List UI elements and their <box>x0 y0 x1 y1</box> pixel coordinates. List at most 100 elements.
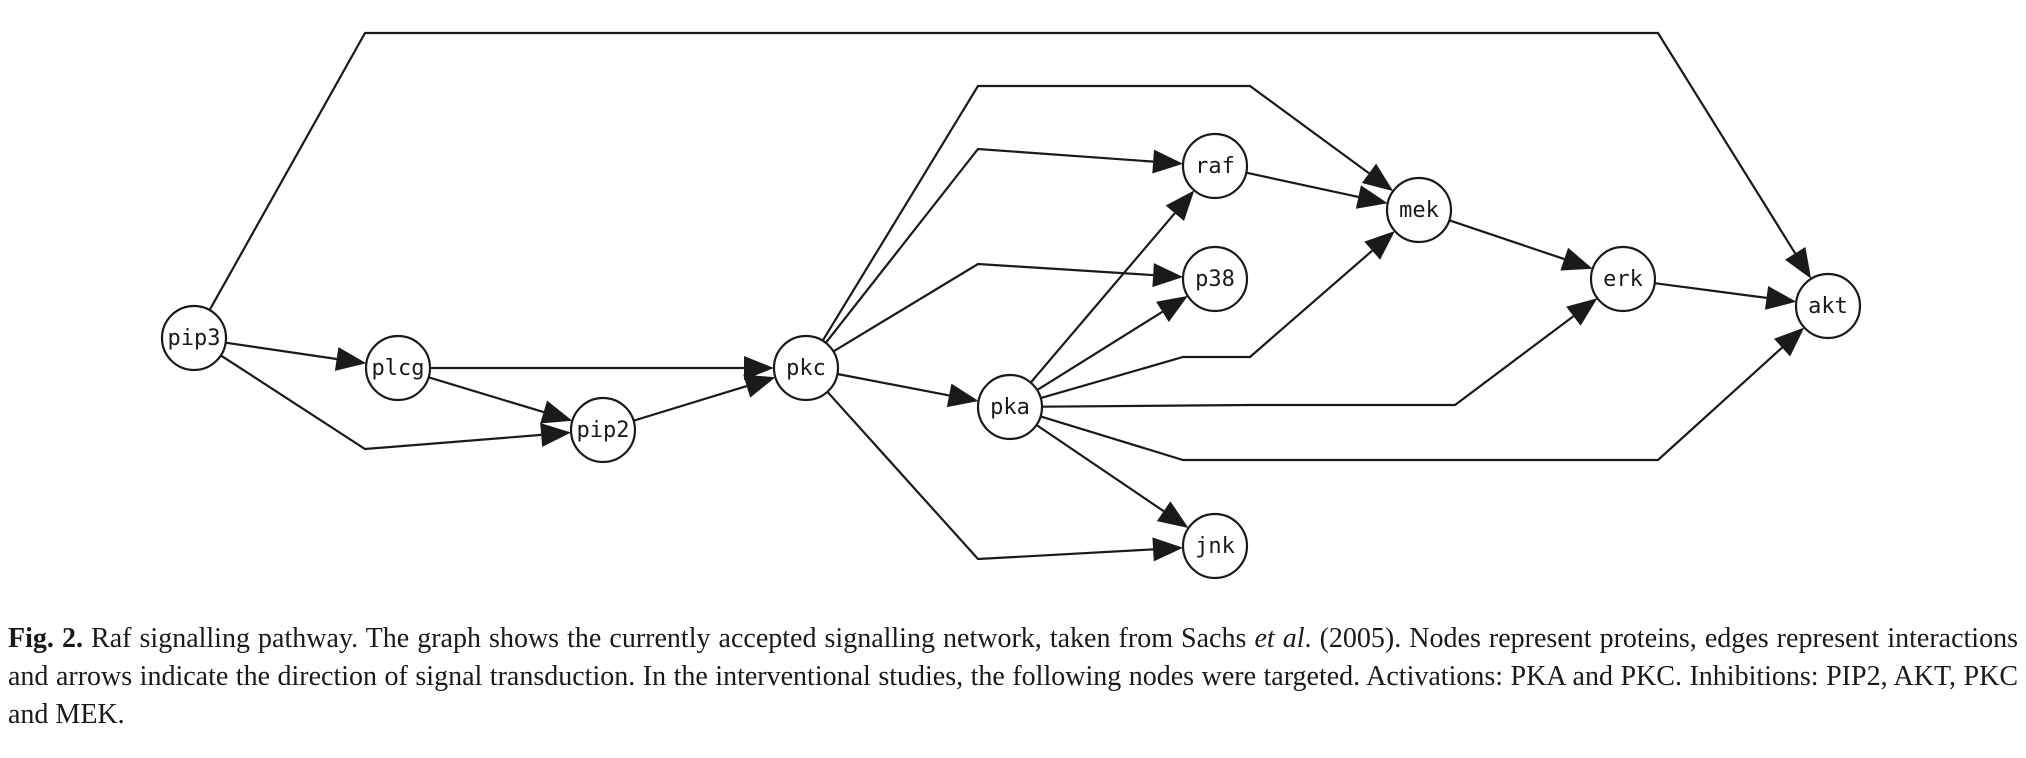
edge-line <box>220 354 542 451</box>
edge-pka-to-mek <box>1040 231 1395 400</box>
node-circle <box>1181 132 1249 200</box>
arrow-head-icon <box>1156 501 1189 528</box>
edge-pkc-to-jnk <box>826 391 1183 562</box>
caption-text-part-2: . (2005). Nodes represent proteins, edge… <box>8 623 2018 730</box>
node-circle <box>772 334 840 402</box>
arrow-head-icon <box>1355 185 1388 209</box>
caption-figure-label: Fig. 2. <box>8 623 83 654</box>
edge-pkc-to-mek <box>821 84 1394 342</box>
arrow-head-icon <box>1364 231 1395 260</box>
node-label: raf <box>1195 154 1235 179</box>
arrow-head-icon <box>1152 149 1184 174</box>
node-label: akt <box>1808 294 1848 319</box>
edge-pip3-to-pip2 <box>220 354 572 451</box>
edge-line <box>225 341 337 361</box>
edge-pip3-to-akt <box>208 31 1812 311</box>
edge-line <box>824 147 1154 344</box>
node-circle <box>569 396 637 464</box>
arrow-head-icon <box>744 356 774 380</box>
node-jnk: jnk <box>1181 512 1249 580</box>
node-label: jnk <box>1195 534 1235 559</box>
arrow-head-icon <box>1152 263 1184 288</box>
edge-plcg-to-pip2 <box>428 376 573 424</box>
edge-line <box>428 376 545 414</box>
edge-pka-to-jnk <box>1035 424 1189 528</box>
node-circle <box>1794 272 1862 340</box>
arrow-head-icon <box>540 400 573 424</box>
edge-line <box>1448 219 1565 261</box>
edge-line <box>826 391 1154 561</box>
edge-line <box>1654 282 1767 299</box>
arrow-head-icon <box>1774 327 1805 357</box>
edge-line <box>1040 249 1373 400</box>
arrow-head-icon <box>1566 298 1598 326</box>
edge-erk-to-akt <box>1654 282 1797 310</box>
node-pkc: pkc <box>772 334 840 402</box>
node-circle <box>976 373 1044 441</box>
edge-line <box>821 84 1370 342</box>
node-p38: p38 <box>1181 245 1249 313</box>
node-circle <box>1385 176 1453 244</box>
node-label: erk <box>1603 267 1643 292</box>
edge-pka-to-raf <box>1029 190 1195 384</box>
edge-line <box>208 31 1797 311</box>
edge-pkc-to-pka <box>837 372 979 408</box>
node-label: pka <box>990 395 1030 420</box>
caption-text-part-1: Raf signalling pathway. The graph shows … <box>82 623 1255 654</box>
node-label: pkc <box>786 356 826 381</box>
arrow-head-icon <box>1165 190 1195 221</box>
node-label: pip2 <box>577 418 630 443</box>
edge-line <box>633 385 748 422</box>
edge-plcg-to-pkc <box>430 356 774 380</box>
node-akt: akt <box>1794 272 1862 340</box>
signalling-network-graph: pip3 plcg pip2 pkc pka raf p38 jnk mek erk akt <box>160 31 1862 580</box>
node-erk: erk <box>1589 245 1657 313</box>
node-circle <box>364 334 432 402</box>
arrow-head-icon <box>1152 537 1183 562</box>
edges-layer <box>208 31 1812 562</box>
edge-mek-to-erk <box>1448 219 1593 271</box>
edge-pkc-to-raf <box>824 147 1184 344</box>
arrow-head-icon <box>334 347 367 371</box>
node-label: p38 <box>1195 267 1235 292</box>
edge-pka-to-p38 <box>1036 295 1188 392</box>
node-mek: mek <box>1385 176 1453 244</box>
node-pka: pka <box>976 373 1044 441</box>
edge-line <box>837 372 950 397</box>
nodes-layer: pip3 plcg pip2 pkc pka raf p38 jnk mek erk akt <box>160 132 1862 580</box>
arrow-head-icon <box>1785 247 1812 279</box>
arrow-head-icon <box>1361 163 1394 192</box>
edge-pkc-to-p38 <box>832 262 1184 353</box>
edge-line <box>1041 315 1575 408</box>
node-pip3: pip3 <box>160 304 228 372</box>
node-label: pip3 <box>168 326 221 351</box>
node-pip2: pip2 <box>569 396 637 464</box>
node-circle <box>1589 245 1657 313</box>
arrow-head-icon <box>540 423 572 447</box>
caption-italic-citation: et al <box>1254 623 1305 654</box>
arrow-head-icon <box>1765 286 1797 310</box>
edge-pka-to-erk <box>1041 298 1598 408</box>
arrow-head-icon <box>1560 247 1593 271</box>
edge-pip3-to-plcg <box>225 341 367 371</box>
node-circle <box>1181 512 1249 580</box>
edge-line <box>1246 171 1359 198</box>
edge-line <box>1036 310 1163 392</box>
node-circle <box>160 304 228 372</box>
node-label: mek <box>1399 198 1439 223</box>
edge-line <box>832 262 1154 353</box>
node-label: plcg <box>372 356 425 381</box>
edge-pip2-to-pkc <box>633 374 776 422</box>
node-raf: raf <box>1181 132 1249 200</box>
node-plcg: plcg <box>364 334 432 402</box>
edge-pka-to-akt <box>1040 327 1805 462</box>
node-circle <box>1181 245 1249 313</box>
arrow-head-icon <box>946 383 979 408</box>
edge-raf-to-mek <box>1246 171 1388 209</box>
arrow-head-icon <box>1156 295 1188 322</box>
edge-line <box>1029 212 1176 384</box>
figure-caption: Fig. 2. Raf signalling pathway. The grap… <box>8 620 2018 734</box>
edge-line <box>1035 424 1165 513</box>
edge-line <box>1040 346 1783 462</box>
arrow-head-icon <box>743 374 776 398</box>
